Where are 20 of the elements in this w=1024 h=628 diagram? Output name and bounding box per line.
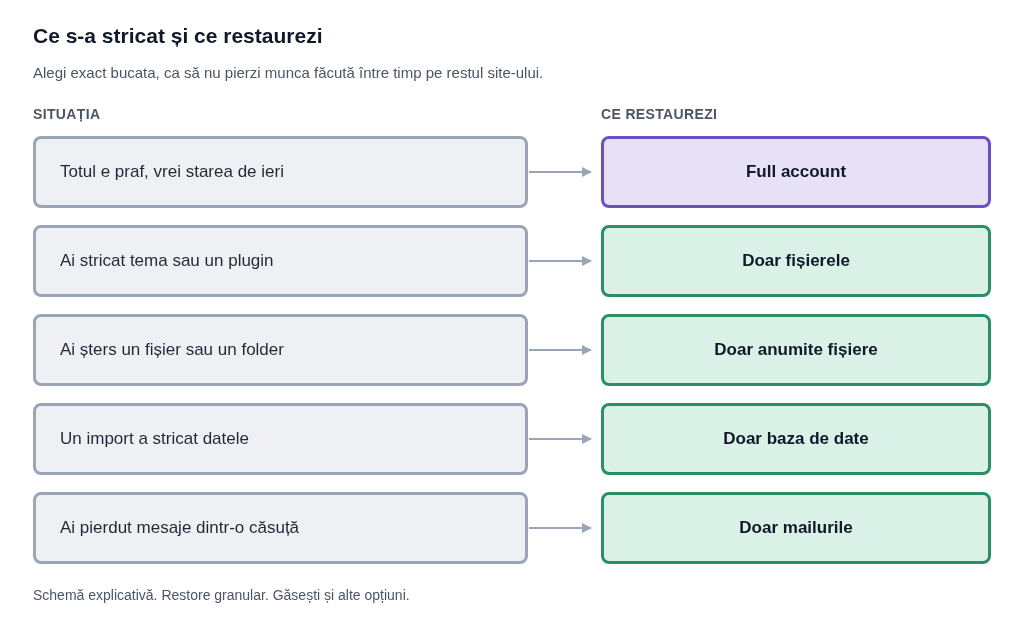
- arrow: [528, 256, 592, 266]
- result-box: Doar mailurile: [601, 492, 991, 564]
- situation-box: Ai pierdut mesaje dintr-o căsuță: [33, 492, 528, 564]
- column-heading: SITUAȚIA: [33, 105, 101, 124]
- situation-box: Totul e praf, vrei starea de ieri: [33, 136, 528, 208]
- arrow: [528, 345, 592, 355]
- situation-box: Ai șters un fișier sau un folder: [33, 314, 528, 386]
- caption: Schemă explicativă. Restore granular. Găsești și alte opțiuni.: [33, 586, 410, 605]
- arrow: [528, 167, 592, 177]
- result-box: Doar anumite fișiere: [601, 314, 991, 386]
- situation-box: Ai stricat tema sau un plugin: [33, 225, 528, 297]
- subtitle: Alegi exact bucata, ca să nu pierzi munca făcută între timp pe restul site-ului.: [33, 63, 544, 83]
- arrow: [528, 523, 592, 533]
- result-box: Doar baza de date: [601, 403, 991, 475]
- situation-box: Un import a stricat datele: [33, 403, 528, 475]
- diagram-title: Ce s-a stricat și ce restaurezi: [33, 23, 323, 49]
- arrow: [528, 434, 592, 444]
- result-box: Doar fișierele: [601, 225, 991, 297]
- column-heading: CE RESTAUREZI: [601, 105, 718, 124]
- result-box: Full account: [601, 136, 991, 208]
